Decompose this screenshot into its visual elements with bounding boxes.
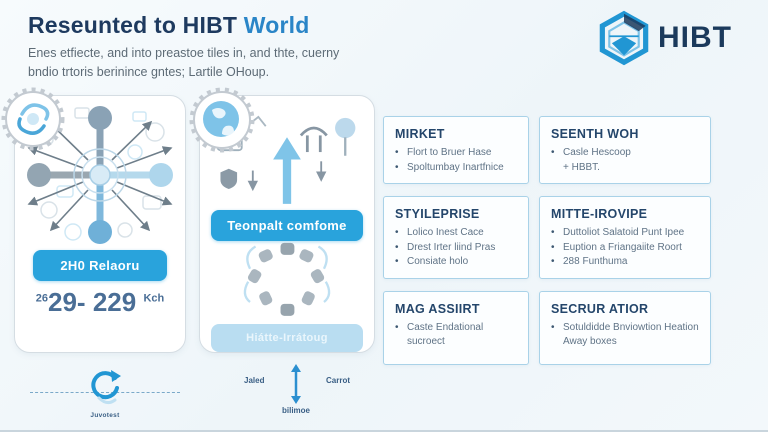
bullet-marker: • xyxy=(395,147,399,158)
gear-globe-icon xyxy=(189,87,255,153)
info-box-bullet: + HBBT. xyxy=(551,161,699,176)
info-box-bullet: • Caste Endational sucroect xyxy=(395,321,517,350)
info-box-bullet: • Consiate holo xyxy=(395,255,517,270)
bullet-text: Lolico Inest Cace xyxy=(407,227,484,238)
info-box: MAG ASSIIRT • Caste Endational sucroect xyxy=(383,290,529,365)
info-box-title: STYILEPRISE xyxy=(395,207,480,221)
bullet-text: Duttoliot Salatoid Punt Ipee xyxy=(563,227,685,238)
relaoru-button[interactable]: 2H0 Relaoru xyxy=(33,250,167,281)
info-box-bullet: • 288 Funthuma xyxy=(551,255,699,270)
gear-badge-swirl xyxy=(0,86,66,157)
bullet-marker: • xyxy=(395,321,399,333)
bullet-marker: • xyxy=(551,256,555,267)
bullet-text: Consiate holo xyxy=(407,256,469,267)
hexagon-logo-icon xyxy=(599,10,649,66)
footer-left-caption: Juvotest xyxy=(90,412,120,419)
teonpalt-button[interactable]: Teonpalt comfome xyxy=(211,209,363,241)
refresh-arrow-icon xyxy=(91,370,121,405)
card-process: Teonpalt comfome Hiátte-Irrátoug xyxy=(199,95,375,353)
bullet-marker: • xyxy=(551,241,555,253)
radial-diagram xyxy=(27,106,173,244)
bullet-marker xyxy=(551,161,558,176)
bullet-marker: • xyxy=(551,321,555,333)
info-box-bullet: • Spoltumbay Inartfnice xyxy=(395,161,517,176)
info-box: SEENTH WOH • Casle Hescoop + HBBT. xyxy=(539,116,711,184)
vertical-arrow-icon xyxy=(291,364,301,404)
bullet-marker: • xyxy=(395,227,399,238)
footer-refresh: Juvotest xyxy=(26,366,184,426)
bullet-text: Sotuldidde Bnviowtion Heation Away boxes xyxy=(563,321,699,348)
bullet-text: Euption a Friangaiite Roort xyxy=(563,241,682,253)
bullet-text: Flort to Bruer Hase xyxy=(407,147,492,158)
footer-mid-right-label: Carrot xyxy=(325,376,350,385)
info-box-title: SECRUR ATIOR xyxy=(551,301,649,316)
logo-text: HIBT xyxy=(658,21,732,54)
info-box: SECRUR ATIOR • Sotuldidde Bnviowtion Heati… xyxy=(539,290,711,365)
hiatte-pill-button[interactable]: Hiátte-Irrátoug xyxy=(211,324,363,352)
gear-swirl-icon xyxy=(1,87,65,151)
info-box-title: SEENTH WOH xyxy=(551,127,639,141)
dashed-line xyxy=(30,392,180,393)
range-value: 2629- 229 Kch xyxy=(35,287,165,317)
footer-mid-left-label: Jaled xyxy=(244,376,265,385)
bullet-text: Caste Endational sucroect xyxy=(407,321,484,348)
bullet-text: Drest Irter liind Pras xyxy=(407,241,496,253)
info-box-bullet: • Lolico Inest Cace xyxy=(395,226,517,241)
hibt-logo: HIBT xyxy=(598,10,732,66)
bullet-text: Casle Hescoop xyxy=(563,147,631,158)
info-box-bullet: • Casle Hescoop xyxy=(551,146,699,161)
doodle-icons xyxy=(216,115,356,204)
gear-badge-globe xyxy=(188,86,256,159)
process-ring xyxy=(243,242,331,316)
page-title-accent: World xyxy=(243,12,310,38)
bullet-marker: • xyxy=(395,161,399,173)
info-box-title: MITTE-IROVIPE xyxy=(551,207,648,221)
info-box-title: MIRKET xyxy=(395,127,445,141)
info-box-bullet: • Duttoliot Salatoid Punt Ipee xyxy=(551,226,699,241)
info-box-bullet: • Flort to Bruer Hase xyxy=(395,146,517,161)
bullet-marker: • xyxy=(551,147,555,158)
bullet-marker: • xyxy=(395,241,399,253)
info-box-bullet: • Drest Irter liind Pras xyxy=(395,241,517,256)
bullet-text: 288 Funthuma xyxy=(563,256,628,267)
info-box: MIRKET • Flort to Bruer Hase • Spoltumbay In… xyxy=(383,116,529,184)
page-title: Reseunted to HIBT World xyxy=(28,12,310,38)
page-subtitle: Enes etfiecte, and into preastoe tiles i… xyxy=(28,46,340,79)
info-box: STYILEPRISE • Lolico Inest Cace • Drest Irte… xyxy=(383,196,529,279)
bullet-marker: • xyxy=(551,227,555,238)
info-box-title: MAG ASSIIRT xyxy=(395,301,480,316)
footer-scale: Jaled Carrot bilimoe xyxy=(238,364,354,426)
footer-mid-bottom-label: bilimoe xyxy=(281,406,311,415)
info-box: MITTE-IROVIPE • Duttoliot Salatoid Punt Ip… xyxy=(539,196,711,279)
bullet-text: Spoltumbay Inartfnice xyxy=(407,161,504,173)
info-box-bullet: • Sotuldidde Bnviowtion Heation Away boxe… xyxy=(551,321,699,350)
bullet-marker: • xyxy=(395,256,399,267)
info-box-bullet: • Euption a Friangaiite Roort xyxy=(551,241,699,256)
bullet-text: + HBBT. xyxy=(563,161,600,173)
info-grid: MIRKET • Flort to Bruer Hase • Spoltumbay In… xyxy=(383,116,711,365)
